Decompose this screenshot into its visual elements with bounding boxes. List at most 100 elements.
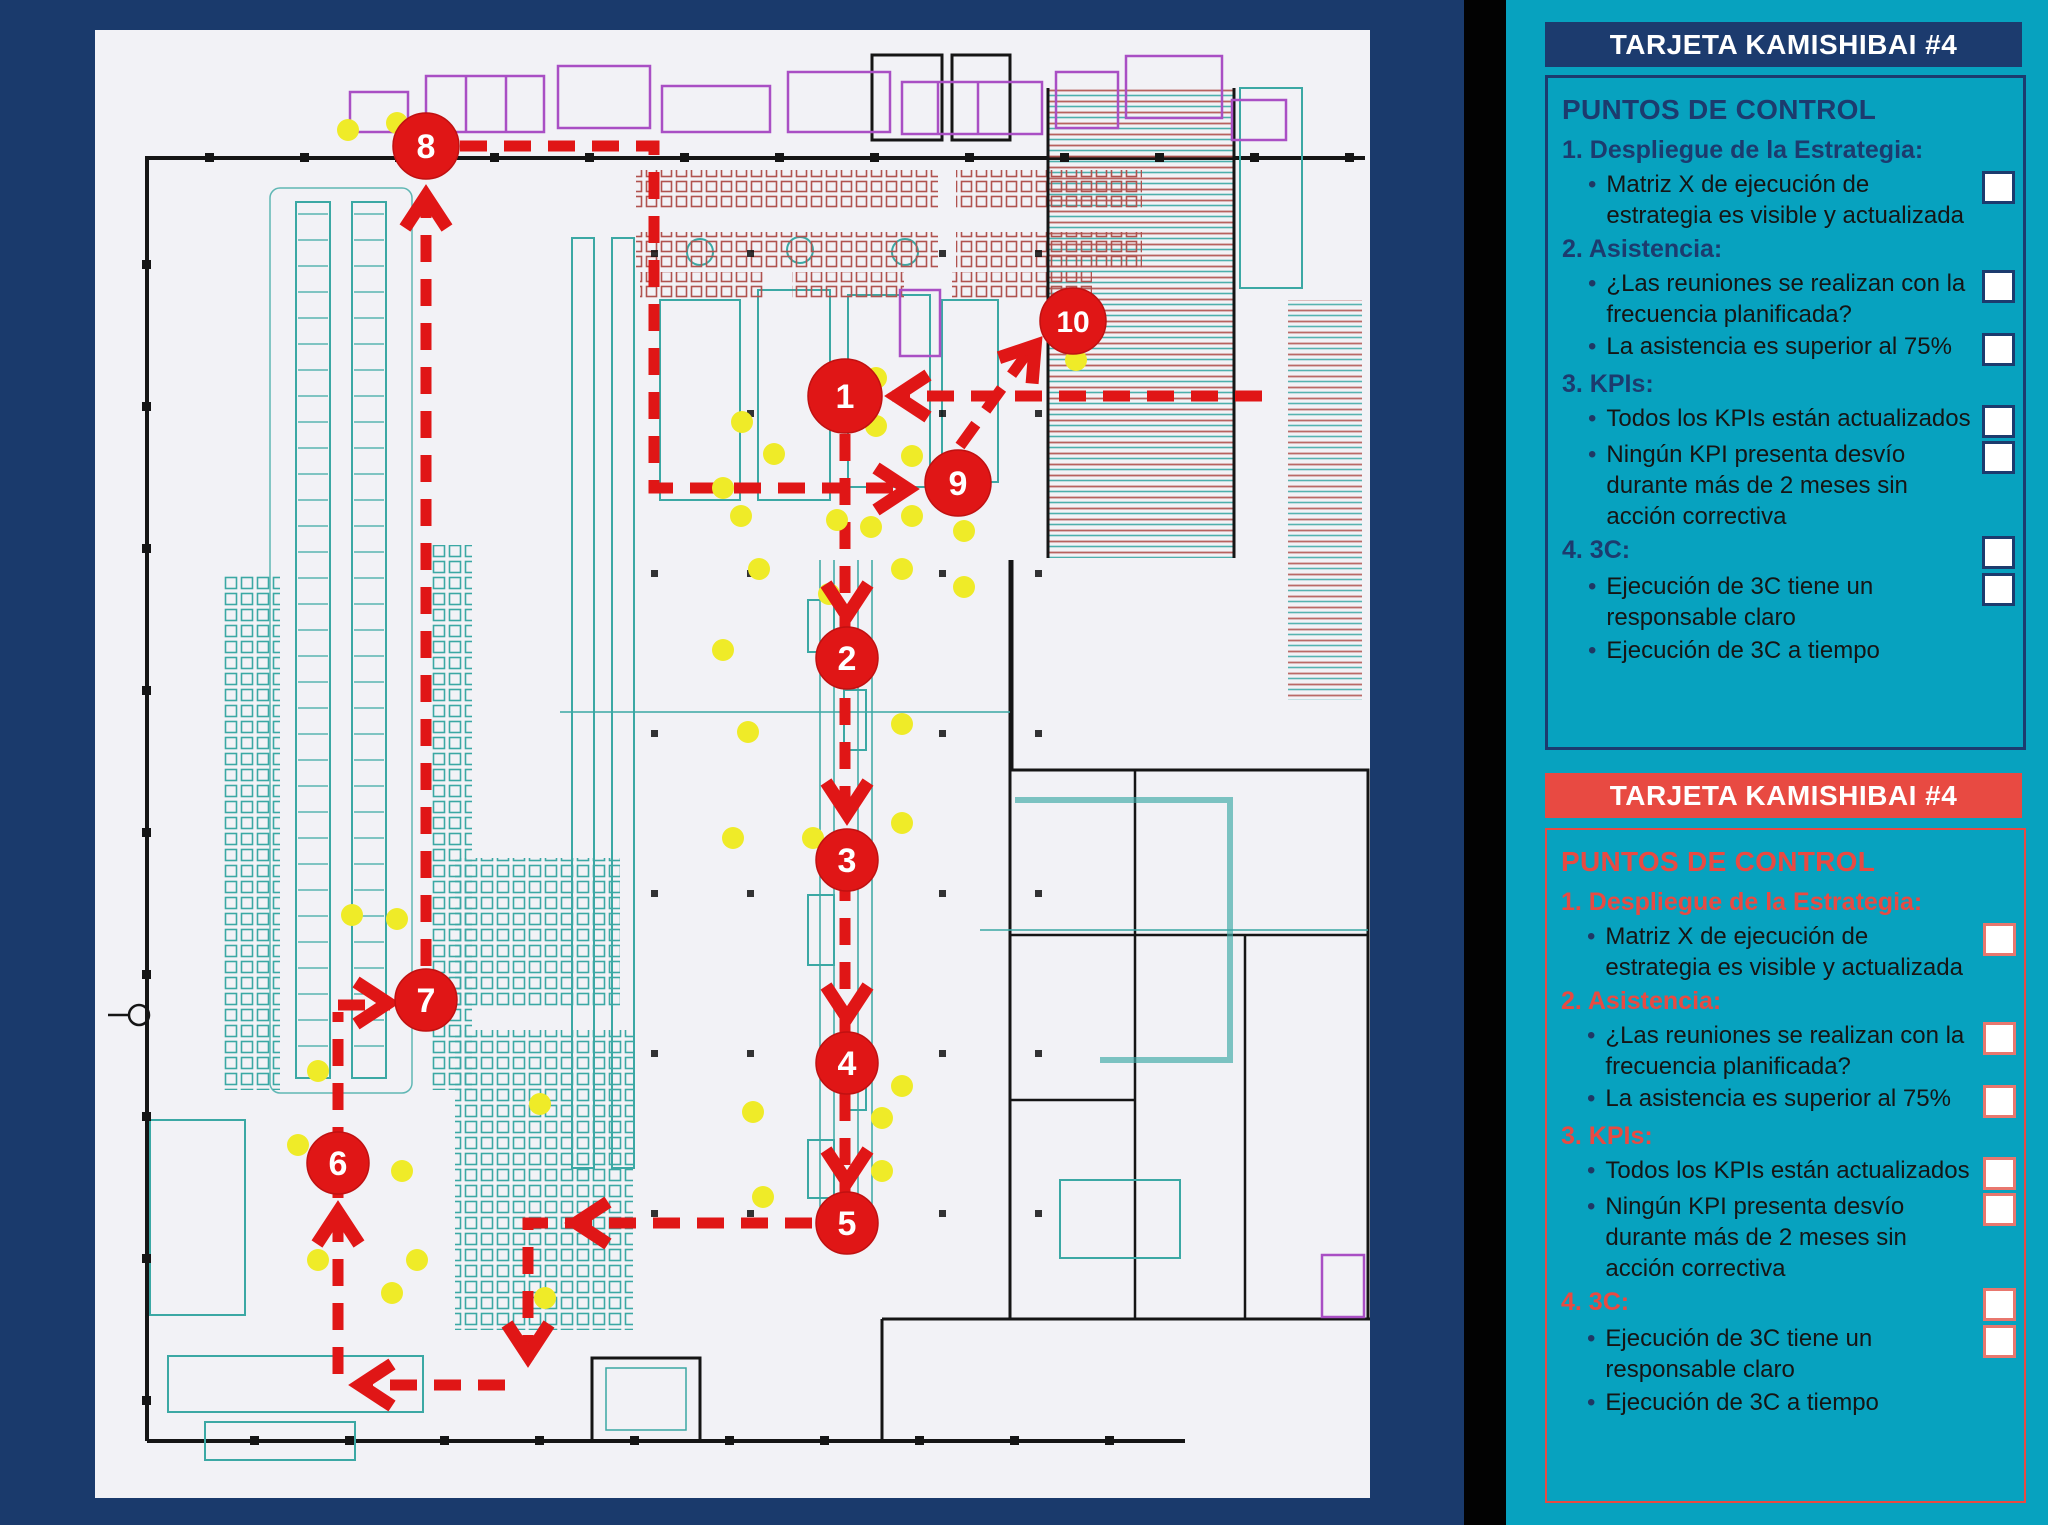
checklist-item-text: Matriz X de ejecución de estrategia es v… <box>1606 170 1964 230</box>
checklist-item-text: Matriz X de ejecución de estrategia es v… <box>1605 922 1963 982</box>
check-dot <box>871 1107 893 1129</box>
card-red-header: TARJETA KAMISHIBAI #4 <box>1545 773 2022 818</box>
section-heading: 4. 3C: <box>1562 534 2015 570</box>
check-dot <box>307 1060 329 1082</box>
checklist-item-text: La asistencia es superior al 75% <box>1606 333 1952 361</box>
bullet-icon: • <box>1588 333 1597 361</box>
route-arrow-icon <box>501 1320 555 1368</box>
section-heading: 1. Despliegue de la Estrategia: <box>1562 134 2015 167</box>
card-blue-body: PUNTOS DE CONTROL 1. Despliegue de la Est… <box>1545 75 2026 750</box>
check-dot <box>381 1282 403 1304</box>
checklist-item-text: Ejecución de 3C a tiempo <box>1606 636 1880 664</box>
checklist-item: • La asistencia es superior al 75% <box>1559 1083 2016 1119</box>
bullet-icon: • <box>1588 636 1597 664</box>
checklist-item: • Todos los KPIs están actualizados <box>1559 1155 2016 1190</box>
checklist-item: •Ejecución de 3C a tiempo <box>1559 1387 2016 1418</box>
section-heading-label: 2. Asistencia: <box>1561 987 1722 1016</box>
bullet-icon: • <box>1587 1021 1596 1049</box>
section-heading-label: 1. Despliegue de la Estrategia: <box>1561 888 1923 917</box>
checklist-item-text: ¿Las reuniones se realizan con la frecue… <box>1605 1021 1965 1080</box>
route-arrow-icon <box>311 1200 365 1248</box>
bullet-icon: • <box>1588 269 1597 297</box>
check-dot <box>307 1249 329 1271</box>
route-station-label: 5 <box>838 1205 857 1243</box>
checklist-item: •Matriz X de ejecución de estrategia es … <box>1559 921 2016 983</box>
check-dot <box>731 411 753 433</box>
route-arrow-icon <box>820 778 874 826</box>
checkbox-blue-s0-i0[interactable] <box>1982 170 2015 204</box>
route-station-label: 1 <box>836 378 855 416</box>
bullet-icon: • <box>1588 170 1597 198</box>
checklist-item-text: La asistencia es superior al 75% <box>1605 1085 1951 1113</box>
route-station-label: 4 <box>838 1045 857 1083</box>
route-segment <box>955 348 1033 450</box>
checklist-item: •Ejecución de 3C tiene un responsable cl… <box>1560 571 2015 633</box>
checklist-item: •Todos los KPIs están actualizados <box>1560 403 2015 438</box>
section-heading-label: 4. 3C: <box>1561 1288 1630 1317</box>
checklist-item: •¿Las reuniones se realizan con la frecu… <box>1560 268 2015 330</box>
kamishibai-panel <box>1506 0 2048 1525</box>
section-heading: 3. KPIs: <box>1561 1120 2016 1153</box>
checklist-item-text: Ningún KPI presenta desvío durante más d… <box>1606 440 1908 531</box>
route-arrow-icon <box>884 369 932 423</box>
checklist-item-text: Ejecución de 3C tiene un responsable cla… <box>1606 573 1874 632</box>
section-heading: 1. Despliegue de la Estrategia: <box>1561 886 2016 919</box>
route-station-2 <box>815 626 879 690</box>
route-arrow-icon <box>348 1358 396 1412</box>
route-station-5 <box>815 1191 879 1255</box>
checkbox-red-s2-i1[interactable] <box>1983 1192 2016 1226</box>
route-arrow-icon <box>872 462 920 516</box>
route-station-label: 9 <box>949 465 968 503</box>
check-dot <box>826 509 848 531</box>
route-station-4 <box>815 1031 879 1095</box>
card-title: PUNTOS DE CONTROL <box>1562 94 1877 125</box>
bullet-icon: • <box>1587 1156 1596 1184</box>
check-dot <box>860 516 882 538</box>
checkbox-blue-s2-i0[interactable] <box>1982 404 2015 438</box>
checklist-item-text: Todos los KPIs están actualizados <box>1606 404 1971 432</box>
check-dot <box>891 1075 913 1097</box>
bullet-icon: • <box>1587 1085 1596 1113</box>
checklist-item: •Ningún KPI presenta desvío durante más … <box>1560 439 2015 533</box>
checklist-item: • Ejecución de 3C tiene un responsable cl… <box>1559 1323 2016 1385</box>
checkbox-blue-s1-i1[interactable] <box>1982 333 2015 367</box>
route-station-9 <box>924 449 992 517</box>
divider-strip <box>1464 0 1506 1525</box>
checkbox-red-s2-i0[interactable] <box>1983 1156 2016 1190</box>
checkbox-blue-s2-i1[interactable] <box>1982 440 2015 474</box>
section-heading-label: 2. Asistencia: <box>1562 235 1723 264</box>
checkbox-blue-s1-i0[interactable] <box>1982 269 2015 303</box>
route-arrow-icon <box>820 580 874 628</box>
route-station-8 <box>392 112 460 180</box>
plan-generated-detail <box>142 153 1354 1445</box>
route-arrow-icon <box>820 982 874 1030</box>
plan-purple-machines <box>348 54 1366 1319</box>
section-heading: 3. KPIs: <box>1562 368 2015 401</box>
check-dot <box>901 505 923 527</box>
checklist-item-text: Ejecución de 3C tiene un responsable cla… <box>1605 1325 1873 1384</box>
plan-walls <box>108 53 1370 1443</box>
check-dot <box>737 721 759 743</box>
check-dot <box>722 827 744 849</box>
checklist-item-text: Todos los KPIs están actualizados <box>1605 1156 1970 1184</box>
checklist-item: • ¿Las reuniones se realizan con la frecu… <box>1559 1020 2016 1082</box>
route-station-3 <box>815 828 879 892</box>
check-dot <box>763 443 785 465</box>
check-dot <box>871 1160 893 1182</box>
checkbox-red-s3[interactable] <box>1983 1288 2016 1322</box>
route-station-label: 3 <box>838 842 857 880</box>
checkbox-red-s1-i1[interactable] <box>1983 1085 2016 1119</box>
check-dot <box>891 558 913 580</box>
bullet-icon: • <box>1587 1325 1596 1353</box>
checkbox-red-s0-i0[interactable] <box>1983 922 2016 956</box>
checkbox-red-s1-i0[interactable] <box>1983 1021 2016 1055</box>
check-dot <box>730 505 752 527</box>
checkbox-blue-s3[interactable] <box>1982 536 2015 570</box>
section-heading-label: 4. 3C: <box>1562 536 1631 565</box>
checkbox-blue-s3-i0[interactable] <box>1982 573 2015 607</box>
checkbox-red-s3-i0[interactable] <box>1983 1325 2016 1359</box>
checklist-item-text: Ejecución de 3C a tiempo <box>1605 1388 1879 1416</box>
